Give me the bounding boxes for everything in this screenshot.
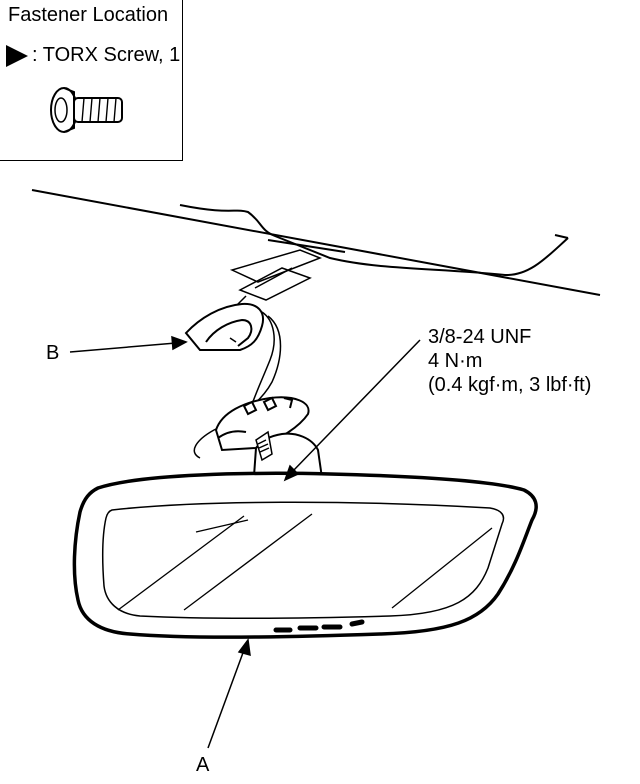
legend-item-torx-screw: : TORX Screw, 1 [6,44,180,67]
legend-title: Fastener Location [8,4,169,26]
bracket-b [184,302,264,351]
callout-b: B [46,342,60,364]
torx-screw-icon [50,87,123,133]
mounting-rail [229,249,323,313]
legend-item-label: : TORX Screw, 1 [32,44,181,66]
callout-a: A [196,754,210,776]
torx-screw [255,430,273,462]
torque-spec-nm: 4 N·m [428,350,483,372]
rearview-mirror-a [72,471,538,639]
leader-lines [69,335,421,749]
torque-spec-thread: 3/8-24 UNF [428,326,532,348]
mirror-mount-clip [214,396,310,452]
headliner [31,189,601,296]
fastener-legend: Fastener Location : TORX Screw, 1 [0,0,183,161]
torque-spec-kgf-lbf: (0.4 kgf·m, 3 lbf·ft) [428,374,592,396]
triangle-marker-icon [6,44,28,67]
